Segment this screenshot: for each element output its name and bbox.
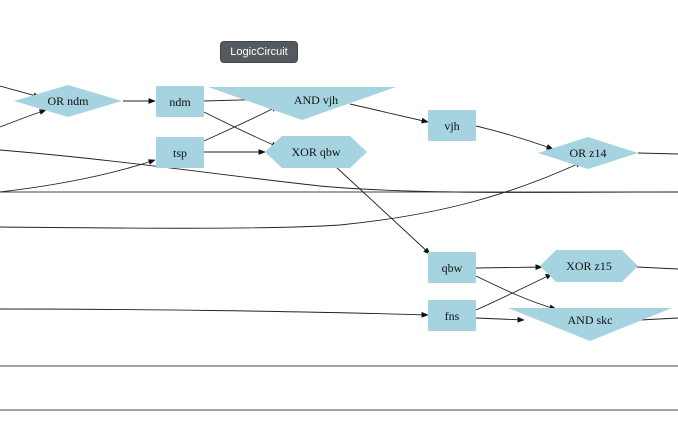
diagram-title-badge: LogicCircuit — [221, 42, 297, 62]
and-gate-node[interactable]: AND vjh — [208, 87, 396, 120]
node-label: ndm — [169, 95, 191, 109]
edge — [0, 159, 156, 193]
edge — [0, 149, 678, 193]
node-label: qbw — [442, 261, 463, 275]
node-label: AND vjh — [294, 93, 338, 107]
edge — [475, 125, 554, 150]
wire-node[interactable]: qbw — [428, 252, 476, 283]
edge — [475, 316, 525, 323]
wire-node[interactable]: tsp — [156, 137, 204, 168]
node-label: XOR z15 — [566, 259, 612, 273]
edge — [636, 266, 678, 270]
node-label: OR z14 — [570, 146, 607, 160]
edge — [334, 165, 431, 255]
edge — [203, 111, 279, 148]
or-gate-node[interactable]: OR ndm — [14, 85, 122, 117]
edge — [475, 273, 553, 311]
wire-node[interactable]: vjh — [428, 110, 476, 141]
node-label: AND skc — [568, 313, 613, 327]
edge — [0, 109, 47, 128]
edge — [0, 161, 583, 229]
wire-node[interactable]: fns — [428, 300, 476, 331]
edge — [475, 264, 543, 270]
node-label: fns — [445, 309, 460, 323]
edge — [475, 275, 557, 311]
and-gate-node[interactable]: AND skc — [508, 308, 672, 341]
node-label: vjh — [444, 119, 459, 133]
edge — [639, 317, 678, 321]
edge — [203, 105, 279, 142]
or-gate-node[interactable]: OR z14 — [538, 137, 638, 169]
edge — [637, 152, 678, 155]
node-label: XOR qbw — [291, 145, 340, 159]
wire-node[interactable]: ndm — [156, 86, 204, 117]
edge — [0, 308, 429, 318]
xor-gate-node[interactable]: XOR z15 — [540, 250, 638, 282]
node-label: tsp — [173, 146, 187, 160]
node-label: OR ndm — [47, 94, 89, 108]
edge — [349, 103, 429, 124]
xor-gate-node[interactable]: XOR qbw — [265, 136, 367, 168]
